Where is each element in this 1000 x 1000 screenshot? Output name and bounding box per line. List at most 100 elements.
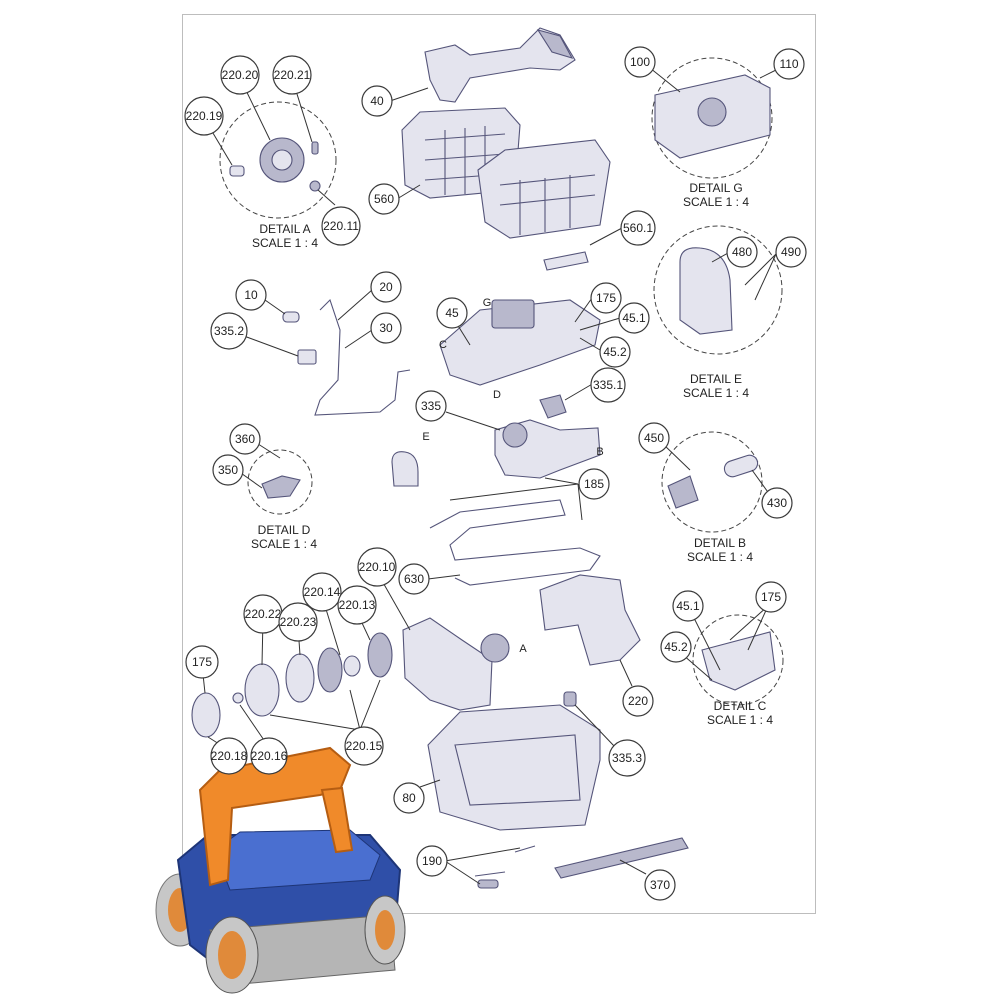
callout-175-left: 175 — [185, 645, 219, 679]
part-220-21 — [311, 141, 319, 155]
callout-40-label: 40 — [370, 94, 384, 108]
robot-wheel-front-left-hub — [218, 931, 246, 979]
part-220-16 — [232, 692, 244, 704]
robot-handle-right — [320, 786, 354, 854]
part-220-18 — [191, 692, 221, 738]
callout-335-2-label: 335.2 — [214, 324, 244, 338]
callout-480: 480 — [726, 236, 758, 268]
callout-560: 560 — [368, 183, 400, 215]
detail-g-ring — [651, 57, 773, 179]
detail-c-title: DETAIL C — [714, 699, 767, 713]
section-letters: G C D E B A — [422, 297, 603, 655]
callout-220-23: 220.23 — [278, 602, 318, 642]
part-detail-g-fan — [697, 97, 727, 127]
section-letter-d: D — [493, 389, 501, 401]
callout-220-15: 220.15 — [344, 726, 384, 766]
callout-335-1: 335.1 — [590, 367, 626, 403]
section-letter-c: C — [439, 339, 447, 351]
callout-220-20: 220.20 — [220, 55, 260, 95]
section-letter-e: E — [422, 431, 429, 443]
callout-220-15-label: 220.15 — [346, 739, 383, 753]
callout-350-label: 350 — [218, 463, 238, 477]
callout-480-label: 480 — [732, 245, 752, 259]
detail-g-scale: SCALE 1 : 4 — [683, 195, 749, 209]
leader-lines — [201, 67, 777, 885]
callout-220-13: 220.13 — [337, 585, 377, 625]
callout-175-top: 175 — [590, 282, 622, 314]
part-335-2 — [297, 349, 317, 365]
callout-220-19-label: 220.19 — [186, 109, 223, 123]
callout-630-label: 630 — [404, 572, 424, 586]
part-drive-wheel-hub — [271, 149, 293, 171]
callout-560-label: 560 — [374, 192, 394, 206]
part-cable — [314, 298, 411, 416]
section-letter-b: B — [596, 446, 603, 458]
part-filter-basket-right — [477, 139, 611, 239]
detail-b-scale: SCALE 1 : 4 — [687, 550, 753, 564]
detail-a-scale: SCALE 1 : 4 — [252, 236, 318, 250]
detail-a-title: DETAIL A — [259, 222, 310, 236]
callout-220-14-label: 220.14 — [304, 585, 341, 599]
callout-220-18: 220.18 — [210, 737, 248, 775]
part-560-1-strip — [543, 251, 589, 271]
callout-335-3: 335.3 — [608, 739, 646, 777]
callout-185: 185 — [578, 468, 610, 500]
callout-45-2-top-label: 45.2 — [603, 345, 627, 359]
callout-220-22-label: 220.22 — [245, 607, 282, 621]
part-220-19 — [229, 165, 245, 177]
callout-335-1-label: 335.1 — [593, 378, 623, 392]
detail-e-scale: SCALE 1 : 4 — [683, 386, 749, 400]
detail-b-ring — [661, 431, 763, 533]
callout-100-label: 100 — [630, 55, 650, 69]
callout-10: 10 — [235, 279, 267, 311]
callout-80-label: 80 — [402, 791, 416, 805]
part-brush-370 — [554, 837, 689, 879]
detail-d-scale: SCALE 1 : 4 — [251, 537, 317, 551]
callout-45-1-detail-label: 45.1 — [676, 599, 700, 613]
callout-220-11: 220.11 — [321, 206, 361, 246]
callout-45-label: 45 — [445, 306, 459, 320]
callout-450-label: 450 — [644, 431, 664, 445]
callout-220-23-label: 220.23 — [280, 615, 317, 629]
callout-220-16: 220.16 — [250, 737, 288, 775]
detail-g-title: DETAIL G — [689, 181, 742, 195]
callout-100: 100 — [624, 46, 656, 78]
callout-45-1-detail: 45.1 — [672, 590, 704, 622]
part-335-1 — [539, 394, 567, 419]
callout-220-20-label: 220.20 — [222, 68, 259, 82]
part-handle-end — [536, 29, 574, 59]
part-filter-grid-right — [499, 174, 596, 235]
callout-220-18-label: 220.18 — [211, 749, 248, 763]
callout-45-2-detail-label: 45.2 — [664, 640, 688, 654]
part-220 — [539, 574, 641, 666]
part-base-80 — [427, 704, 601, 831]
callout-45: 45 — [436, 297, 468, 329]
detail-labels: DETAIL A SCALE 1 : 4 DETAIL G SCALE 1 : … — [251, 181, 773, 727]
callout-370: 370 — [644, 869, 676, 901]
callout-430: 430 — [761, 487, 793, 519]
detail-e-ring — [653, 225, 783, 355]
callout-560-1-label: 560.1 — [623, 221, 653, 235]
callout-220-13-label: 220.13 — [339, 598, 376, 612]
detail-rings — [219, 57, 784, 706]
callout-430-label: 430 — [767, 496, 787, 510]
part-220-14-ring — [317, 647, 343, 693]
callout-335: 335 — [415, 390, 447, 422]
callout-175-detail: 175 — [755, 581, 787, 613]
callout-220-14: 220.14 — [302, 572, 342, 612]
callout-220-21: 220.21 — [272, 55, 312, 95]
part-220-10 — [402, 617, 493, 711]
callout-630: 630 — [398, 563, 430, 595]
callout-80: 80 — [393, 782, 425, 814]
callout-185-label: 185 — [584, 477, 604, 491]
part-top-housing-fan — [491, 299, 535, 329]
part-small-insert — [391, 451, 419, 487]
callout-220-22: 220.22 — [243, 594, 283, 634]
part-220-11-ring — [367, 632, 393, 678]
part-430 — [723, 454, 759, 478]
part-filter-grid-left — [424, 126, 506, 195]
detail-a-ring — [219, 101, 337, 219]
detail-c-scale: SCALE 1 : 4 — [707, 713, 773, 727]
section-letter-a: A — [519, 643, 527, 655]
callout-220-label: 220 — [628, 694, 648, 708]
